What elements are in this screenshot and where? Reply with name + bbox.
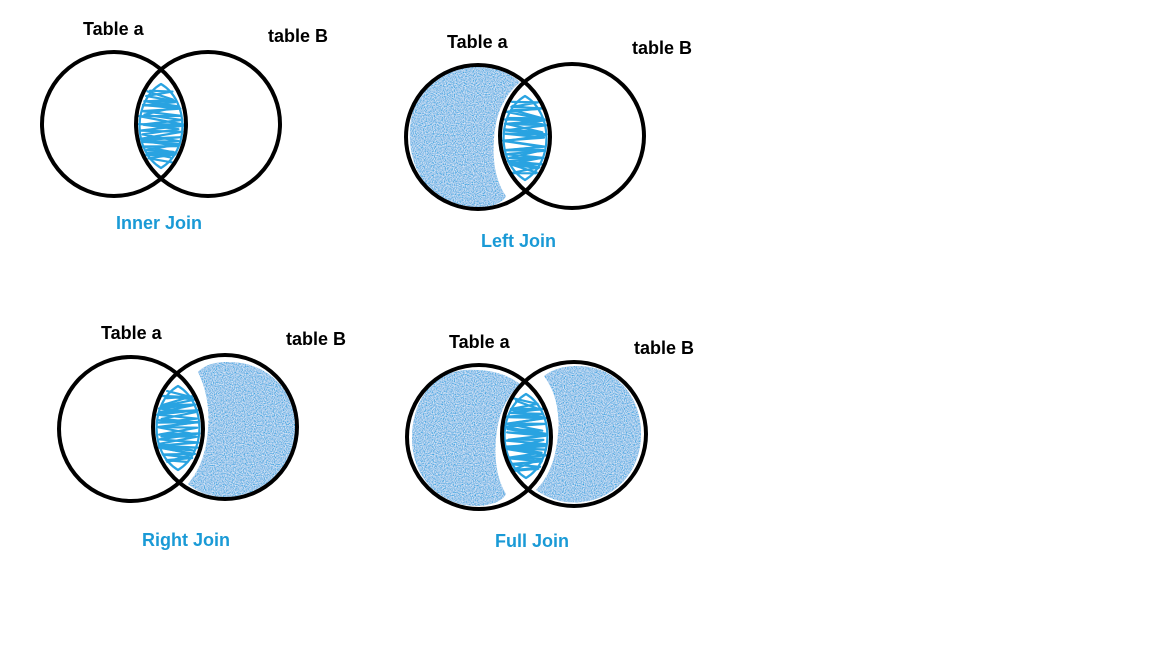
label-table-a: Table a bbox=[101, 323, 163, 343]
intersection-hatch bbox=[506, 399, 548, 471]
right-only-fill bbox=[188, 362, 297, 498]
intersection-hatch bbox=[157, 395, 199, 463]
label-table-b: table B bbox=[268, 26, 328, 46]
circle-table-a bbox=[40, 50, 188, 198]
venn-inner-join: Table a table B Inner Join bbox=[40, 19, 328, 233]
caption-inner-join: Inner Join bbox=[116, 213, 202, 233]
label-table-a: Table a bbox=[449, 332, 511, 352]
circle-table-a bbox=[57, 355, 205, 503]
label-table-b: table B bbox=[634, 338, 694, 358]
caption-right-join: Right Join bbox=[142, 530, 230, 550]
intersection-scribble bbox=[502, 392, 549, 480]
intersection-scribble bbox=[137, 82, 185, 170]
label-table-b: table B bbox=[286, 329, 346, 349]
label-table-a: Table a bbox=[83, 19, 145, 39]
caption-left-join: Left Join bbox=[481, 231, 556, 251]
left-only-fill bbox=[409, 64, 520, 208]
circle-table-b bbox=[134, 50, 282, 198]
intersection-hatch bbox=[141, 90, 183, 159]
circle-table-b bbox=[500, 360, 648, 508]
circle-table-a bbox=[404, 63, 552, 211]
right-only-fill bbox=[536, 366, 642, 503]
venn-left-join: Table a table B Left Join bbox=[404, 32, 692, 251]
intersection-scribble bbox=[501, 94, 548, 182]
caption-full-join: Full Join bbox=[495, 531, 569, 551]
circle-table-b bbox=[498, 62, 646, 210]
left-only-fill bbox=[412, 369, 520, 506]
venn-full-join: Table a table B Full Join bbox=[405, 332, 694, 551]
intersection-scribble bbox=[155, 384, 201, 472]
label-table-b: table B bbox=[632, 38, 692, 58]
circle-table-a bbox=[405, 363, 553, 511]
label-table-a: Table a bbox=[447, 32, 509, 52]
venn-right-join: Table a table B Right Join bbox=[57, 323, 346, 550]
circle-table-b bbox=[151, 353, 299, 501]
intersection-hatch bbox=[503, 104, 547, 174]
intersection-hatch bbox=[501, 100, 548, 175]
